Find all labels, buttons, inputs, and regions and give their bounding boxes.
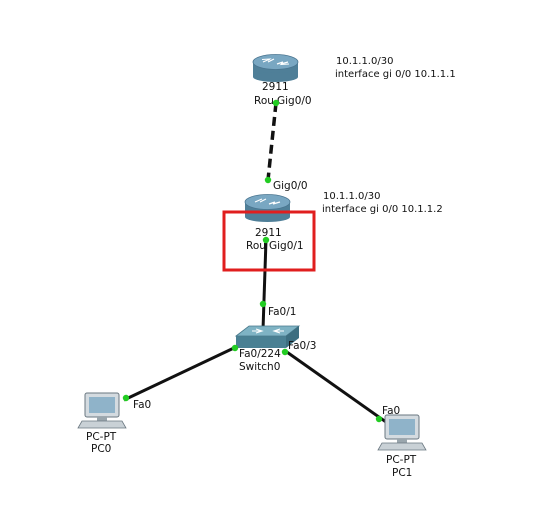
router-icon xyxy=(244,194,291,222)
highlight-box xyxy=(222,210,316,272)
port-label-pc1-fa0: Fa0 xyxy=(382,405,400,417)
pc-icon xyxy=(77,392,127,429)
switch-name: Switch0 xyxy=(239,361,280,373)
router-mid-model: 2911 xyxy=(255,227,282,239)
pc1-name: PC1 xyxy=(392,467,412,479)
note-mid-network: 10.1.1.0/30 xyxy=(323,191,380,202)
port-label-switch-fa01: Fa0/1 xyxy=(268,306,296,318)
port-label-switch-fa03: Fa0/3 xyxy=(288,340,316,352)
port-label-switch-fa0224: Fa0/224 xyxy=(239,348,281,360)
port-status-pc1-fa0 xyxy=(375,415,383,423)
router-mid[interactable]: 2911 Rou xyxy=(244,194,291,253)
link-router-mid-to-switch[interactable] xyxy=(261,239,268,331)
router-top[interactable]: 2911 Rou xyxy=(252,54,299,108)
pc-icon xyxy=(377,414,427,451)
router-mid-name: Rou xyxy=(246,240,266,252)
link-switch-to-pc0[interactable] xyxy=(123,345,237,402)
note-top-network: 10.1.1.0/30 xyxy=(336,56,393,67)
port-status-pc0-fa0 xyxy=(122,394,130,402)
port-label-pc0-fa0: Fa0 xyxy=(133,399,151,411)
port-label-router-mid-gig01: Gig0/1 xyxy=(269,240,304,252)
link-router-top-to-router-mid[interactable] xyxy=(266,102,278,181)
router-top-name: Rou xyxy=(254,95,274,107)
note-mid-command: interface gi 0/0 10.1.1.2 xyxy=(322,204,443,215)
port-label-router-top-gig00: Gig0/0 xyxy=(277,95,312,107)
switch-icon xyxy=(234,325,301,348)
router-icon xyxy=(252,54,299,82)
pc0-name: PC0 xyxy=(91,443,111,455)
port-status-switch-fa03 xyxy=(281,348,289,356)
port-status-switch-fa01 xyxy=(259,300,267,308)
port-status-router-top-gig00 xyxy=(272,99,280,107)
pc0[interactable]: PC-PT PC0 xyxy=(77,392,127,455)
port-status-switch-fa0224 xyxy=(231,344,239,352)
router-top-model: 2911 xyxy=(262,81,289,93)
link-switch-to-pc1[interactable] xyxy=(283,348,387,424)
note-top-command: interface gi 0/0 10.1.1.1 xyxy=(335,69,456,80)
pc1-model: PC-PT xyxy=(386,454,417,466)
pc0-model: PC-PT xyxy=(86,431,117,443)
port-status-router-mid-gig01 xyxy=(262,236,270,244)
port-status-router-mid-gig00 xyxy=(264,176,272,184)
port-label-router-mid-gig00: Gig0/0 xyxy=(273,180,308,192)
switch0[interactable]: Switch0 xyxy=(234,325,301,373)
pc1[interactable]: PC-PT PC1 xyxy=(377,414,427,479)
